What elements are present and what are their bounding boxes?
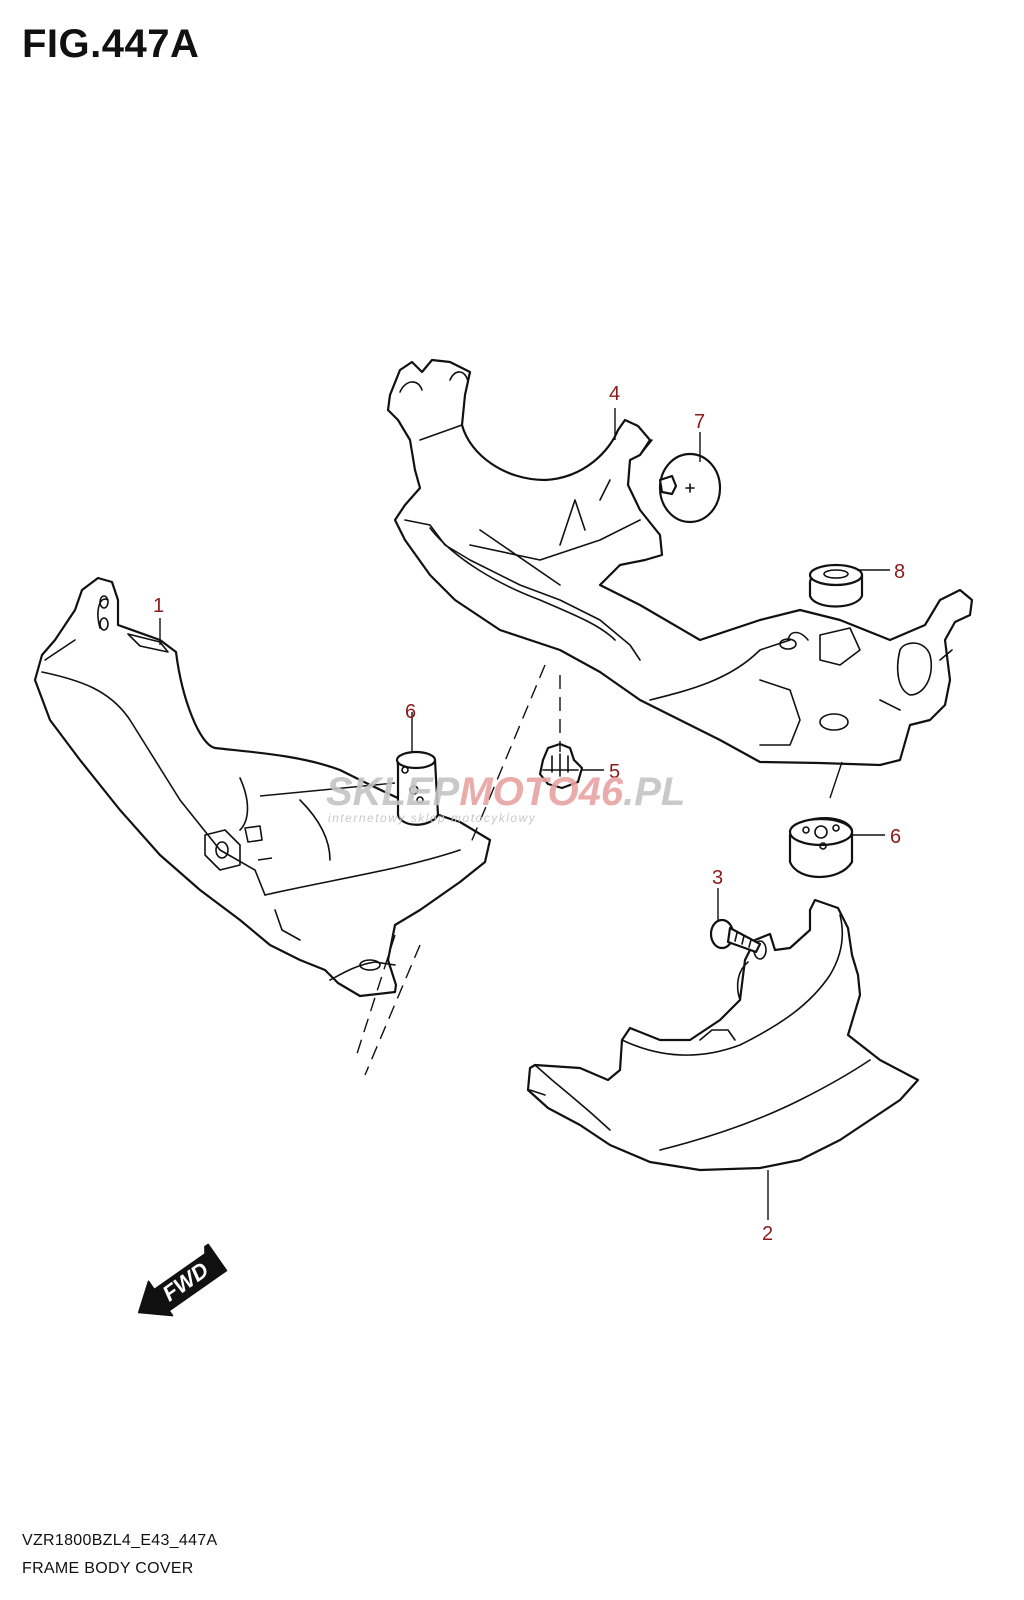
leader-lines: [159, 408, 890, 1220]
model-code: VZR1800BZL4_E43_447A: [22, 1532, 218, 1549]
part-1-frame-cover-left[interactable]: [33, 576, 492, 998]
figure-title: FIG.447A: [22, 22, 200, 66]
part-6-cushion-upper[interactable]: [395, 750, 440, 826]
part-7-push-rivet[interactable]: [658, 452, 722, 524]
callout-6-upper[interactable]: 6: [405, 701, 416, 723]
callout-8[interactable]: 8: [894, 561, 905, 583]
watermark-tagline: internetowy sklep motocyklowy: [328, 811, 536, 825]
watermark-brand-4: .PL: [623, 770, 685, 814]
watermark-brand-1: SKLEP: [326, 770, 460, 814]
watermark-brand-3: 46: [578, 770, 624, 814]
callout-7[interactable]: 7: [694, 411, 705, 433]
watermark: SKLEPMOTO46.PL internetowy sklep motocyk…: [326, 770, 685, 825]
callout-5[interactable]: 5: [609, 761, 620, 783]
part-4-frame-cover-upper[interactable]: [386, 358, 974, 767]
part-2-frame-cover-lower[interactable]: [526, 898, 920, 1172]
callout-6-lower[interactable]: 6: [890, 826, 901, 848]
callout-1[interactable]: 1: [153, 595, 164, 617]
callout-4[interactable]: 4: [609, 383, 620, 405]
watermark-brand-2: MOTO: [459, 770, 578, 814]
part-5-clip[interactable]: [538, 742, 584, 790]
callouts: 1 2 3 4 5 6 6 7 8: [153, 383, 905, 1245]
part-8-grommet[interactable]: [808, 563, 864, 608]
callout-3[interactable]: 3: [712, 867, 723, 889]
callout-2[interactable]: 2: [762, 1223, 773, 1245]
part-3-screw[interactable]: [709, 918, 762, 954]
forward-arrow-icon: FWD: [137, 1243, 228, 1317]
alignment-lines: [354, 664, 561, 1076]
figure-name: FRAME BODY COVER: [22, 1560, 194, 1577]
svg-text:SKLEPMOTO46.PL: SKLEPMOTO46.PL: [326, 770, 685, 814]
part-6-cushion-lower[interactable]: [788, 817, 854, 879]
